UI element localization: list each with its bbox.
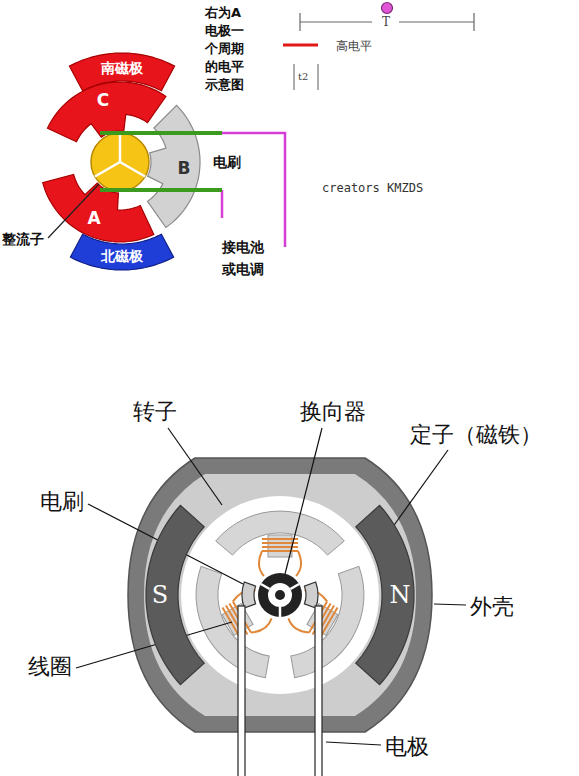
supply-wires	[222, 133, 285, 247]
segment-gap	[95, 162, 120, 177]
stator-magnet: S	[144, 503, 207, 687]
part-label: 线圈	[28, 652, 72, 682]
time-symbol: t2	[298, 71, 308, 82]
coil	[259, 539, 301, 576]
leader-line	[392, 450, 448, 528]
rotor-pole-shape	[48, 82, 166, 142]
shape-label: B	[178, 158, 191, 178]
rotor-pole-shape	[43, 174, 154, 242]
level-note: 高电平	[336, 38, 372, 55]
timing-diagram	[283, 3, 474, 91]
period-symbol: T	[382, 15, 390, 29]
brush-bar	[100, 131, 222, 135]
wire	[222, 133, 285, 247]
brush	[242, 582, 256, 608]
period-tick	[473, 13, 474, 31]
wire	[221, 190, 224, 218]
part-label: 电刷	[213, 154, 241, 172]
shape-label: 南磁极	[101, 60, 143, 78]
part-label: 电极	[385, 732, 429, 762]
segment-gap	[120, 162, 145, 177]
marker-dot	[382, 3, 393, 14]
housing-outer	[128, 458, 432, 732]
brush-bar	[100, 188, 222, 192]
leader-line	[168, 428, 222, 505]
leader-line	[326, 742, 381, 745]
high-level-sample	[283, 44, 318, 47]
period-tick	[299, 13, 300, 31]
period-line	[300, 21, 372, 22]
commutator	[258, 573, 302, 617]
electrode	[238, 606, 245, 776]
rotor-arm	[216, 511, 345, 576]
segment-gap	[290, 584, 299, 589]
period-line	[399, 21, 474, 22]
stator-magnet: N	[353, 503, 416, 687]
wire-note: 接电池或电调	[222, 236, 265, 280]
part-label: 定子（磁铁）	[410, 420, 542, 450]
commutator-ring	[258, 573, 302, 617]
time-tick	[317, 64, 318, 90]
part-label: 换向器	[300, 397, 366, 427]
shape-label: C	[97, 90, 109, 110]
shape-outline	[145, 103, 202, 230]
segment-gap	[261, 584, 270, 589]
stator-magnet-shape	[356, 505, 414, 684]
watermark: creators KMZDS	[322, 181, 423, 195]
north-pole-band-shape	[70, 234, 173, 270]
coil-lead	[296, 551, 301, 576]
rotor-pole: A	[40, 172, 156, 244]
rotor-pole: C	[45, 80, 168, 144]
part-label: 电刷	[40, 487, 84, 517]
time-tick	[293, 64, 294, 90]
shape-label: N	[390, 581, 411, 609]
brush	[304, 582, 318, 608]
leader-line	[48, 184, 99, 238]
shape-label: 北磁极	[101, 248, 143, 266]
commutator-disc	[91, 133, 149, 191]
rotor-pole-shape	[148, 105, 201, 227]
shape-label: S	[152, 581, 168, 609]
rotor-pole: B	[145, 103, 202, 230]
figure-note: 右为A电极一个周期的电平示意图	[205, 4, 245, 94]
stator-magnet-shape	[146, 505, 204, 684]
shaft	[275, 590, 285, 600]
commutator-hub	[91, 133, 149, 191]
coil-turn	[262, 538, 298, 540]
part-label: 转子	[133, 397, 177, 427]
part-label: 整流子	[2, 231, 44, 249]
segment-gap	[279, 607, 282, 617]
commutator-core	[268, 583, 292, 607]
segment-gap	[119, 133, 122, 162]
coil-lead	[259, 551, 264, 576]
housing-inner	[144, 474, 416, 716]
leader-line	[285, 428, 322, 574]
leader-lines	[76, 428, 466, 745]
leader-line	[434, 604, 466, 605]
dc-motor	[128, 458, 432, 776]
north-pole-band: 北磁极	[68, 232, 176, 272]
electrode	[315, 606, 322, 776]
part-label: 外壳	[470, 592, 514, 622]
coil-turn	[262, 550, 298, 552]
shape-outline	[45, 80, 168, 144]
shape-label: A	[87, 208, 100, 228]
